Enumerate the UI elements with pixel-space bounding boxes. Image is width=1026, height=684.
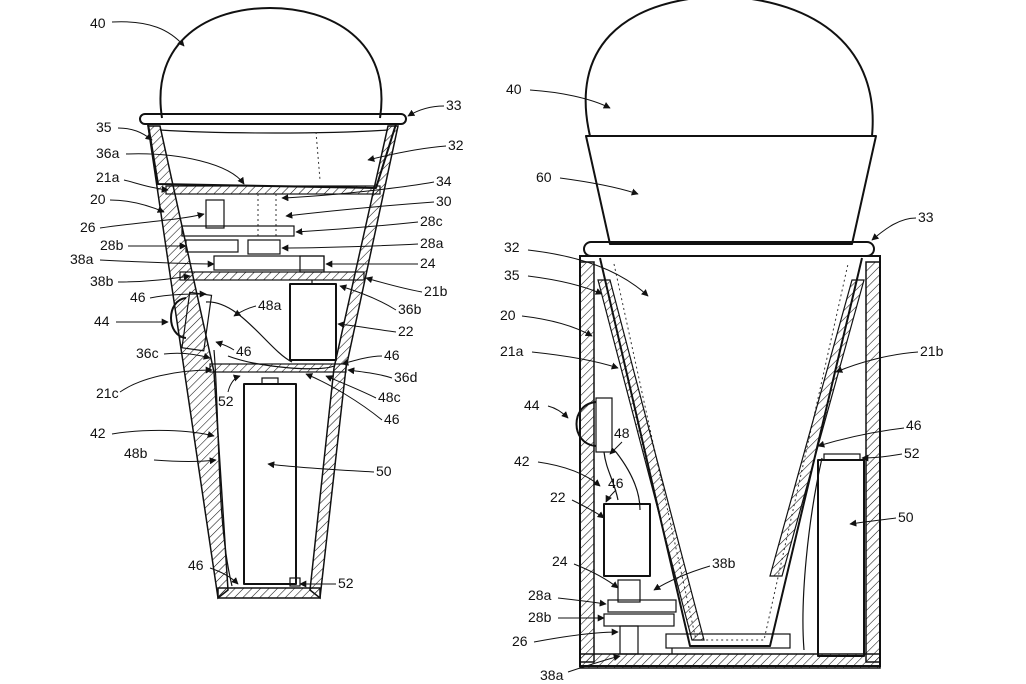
lbl-l-19: 48a bbox=[258, 297, 282, 313]
gear-24-right bbox=[617, 579, 641, 603]
gear-28b bbox=[185, 239, 239, 253]
right-labels: 40 60 33 32 35 20 21a 21b 46 44 48 52 42… bbox=[500, 81, 944, 683]
lbl-l-18: 36b bbox=[398, 301, 422, 317]
gear-26-right bbox=[619, 625, 639, 655]
divider-21b bbox=[179, 271, 365, 281]
battery-50-right bbox=[817, 459, 865, 657]
dome-40 bbox=[159, 7, 383, 119]
lbl-l-26: 21c bbox=[96, 385, 119, 401]
lbl-l-7: 20 bbox=[90, 191, 106, 207]
lbl-l-14: 24 bbox=[420, 255, 436, 271]
lbl-l-31: 48b bbox=[124, 445, 148, 461]
lbl-r-0: 40 bbox=[506, 81, 522, 97]
outer-wall-left bbox=[147, 125, 229, 600]
lbl-l-10: 28c bbox=[420, 213, 443, 229]
lbl-l-22: 36c bbox=[136, 345, 159, 361]
lbl-l-3: 32 bbox=[448, 137, 464, 153]
inner-cone-32 bbox=[599, 257, 863, 647]
lbl-r-7: 21b bbox=[920, 343, 944, 359]
lbl-l-27: 52 bbox=[218, 393, 234, 409]
lbl-r-4: 35 bbox=[504, 267, 520, 283]
switch-44 bbox=[170, 297, 187, 339]
gear-28b-right bbox=[603, 613, 675, 627]
lbl-l-5: 21a bbox=[96, 169, 120, 185]
lbl-l-34: 52 bbox=[338, 575, 354, 591]
lbl-r-21: 38a bbox=[540, 667, 564, 683]
lbl-l-15: 38b bbox=[90, 273, 114, 289]
gear-28a-right bbox=[607, 599, 677, 613]
lbl-r-10: 48 bbox=[614, 425, 630, 441]
lbl-r-6: 21a bbox=[500, 343, 524, 359]
lbl-r-20: 26 bbox=[512, 633, 528, 649]
lbl-l-8: 30 bbox=[436, 193, 452, 209]
lbl-r-17: 38b bbox=[712, 555, 736, 571]
battery-50 bbox=[243, 383, 297, 585]
ring-gear bbox=[665, 633, 791, 649]
lbl-l-29: 46 bbox=[384, 411, 400, 427]
switch-44-right bbox=[575, 401, 597, 447]
lbl-r-11: 52 bbox=[904, 445, 920, 461]
lbl-l-24: 46 bbox=[384, 347, 400, 363]
divider-21a-right bbox=[597, 279, 705, 641]
housing-right-wall bbox=[865, 261, 881, 663]
lbl-r-1: 60 bbox=[536, 169, 552, 185]
lbl-r-12: 42 bbox=[514, 453, 530, 469]
motor-22-right bbox=[603, 503, 651, 577]
cone-bottom bbox=[217, 587, 321, 599]
lbl-l-16: 21b bbox=[424, 283, 448, 299]
contact-52-right bbox=[823, 453, 861, 461]
gear-24 bbox=[213, 255, 325, 271]
wire-48b bbox=[213, 349, 233, 587]
lbl-l-30: 42 bbox=[90, 425, 106, 441]
lbl-l-13: 38a bbox=[70, 251, 94, 267]
lbl-r-2: 33 bbox=[918, 209, 934, 225]
gear-28a bbox=[247, 239, 281, 255]
lbl-l-11: 28b bbox=[100, 237, 124, 253]
lbl-r-14: 50 bbox=[898, 509, 914, 525]
lbl-l-25: 36d bbox=[394, 369, 417, 385]
left-figure bbox=[139, 7, 407, 600]
lbl-l-0: 40 bbox=[90, 15, 106, 31]
lbl-l-9: 26 bbox=[80, 219, 96, 235]
lbl-r-13: 46 bbox=[608, 475, 624, 491]
lbl-r-16: 24 bbox=[552, 553, 568, 569]
lbl-l-17: 46 bbox=[130, 289, 146, 305]
lbl-l-12: 28a bbox=[420, 235, 444, 251]
wire-48c bbox=[227, 355, 335, 370]
lbl-r-5: 20 bbox=[500, 307, 516, 323]
lbl-l-33: 46 bbox=[188, 557, 204, 573]
left-labels: 40 33 35 32 36a 21a 34 20 30 26 28c 28b … bbox=[70, 15, 464, 591]
lbl-l-2: 35 bbox=[96, 119, 112, 135]
gear-26 bbox=[205, 199, 225, 229]
lbl-r-18: 28a bbox=[528, 587, 552, 603]
pinion-24 bbox=[299, 255, 325, 273]
lbl-r-9: 44 bbox=[524, 397, 540, 413]
lbl-r-8: 46 bbox=[906, 417, 922, 433]
lbl-l-32: 50 bbox=[376, 463, 392, 479]
housing-bottom bbox=[579, 653, 881, 669]
lbl-l-4: 36a bbox=[96, 145, 120, 161]
wire-48a bbox=[205, 301, 293, 363]
rim-33 bbox=[139, 113, 407, 125]
lbl-l-23: 46 bbox=[236, 343, 252, 359]
right-figure bbox=[575, 0, 881, 669]
lbl-l-1: 33 bbox=[446, 97, 462, 113]
lbl-r-19: 28b bbox=[528, 609, 552, 625]
lbl-r-15: 22 bbox=[550, 489, 566, 505]
gear-28c bbox=[181, 225, 295, 237]
wire-48-right bbox=[603, 451, 619, 501]
lbl-l-6: 34 bbox=[436, 173, 452, 189]
divider-21b-right bbox=[769, 279, 865, 577]
cone-60 bbox=[585, 135, 877, 245]
motor-22 bbox=[289, 283, 337, 361]
lbl-l-21: 22 bbox=[398, 323, 414, 339]
lbl-l-20: 44 bbox=[94, 313, 110, 329]
lbl-l-28: 48c bbox=[378, 389, 401, 405]
lbl-r-3: 32 bbox=[504, 239, 520, 255]
bowl-32 bbox=[147, 123, 397, 189]
dome-40-right bbox=[584, 0, 874, 137]
